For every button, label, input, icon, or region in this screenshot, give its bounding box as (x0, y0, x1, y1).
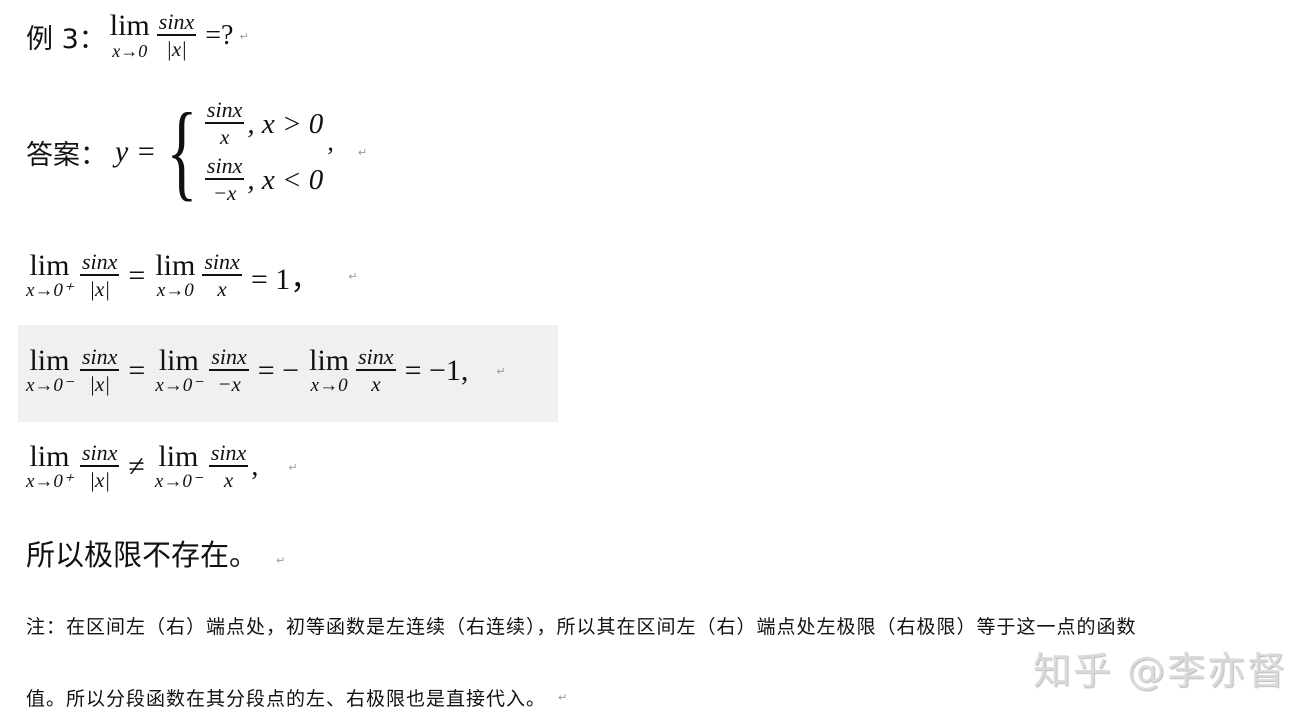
piecewise-cases: sinx x , x > 0 sinx −x , x < 0 (202, 98, 323, 206)
answer-label: 答案： (26, 139, 107, 171)
example-label: 例 3： (26, 23, 106, 55)
result: = 1， (250, 263, 321, 296)
fraction: sinx |x| (156, 9, 197, 61)
limit-operator: lim x→0 (109, 9, 150, 62)
paragraph-mark-icon: ↵ (558, 691, 569, 704)
left-brace-icon: { (166, 92, 198, 211)
paragraph-mark-icon: ↵ (348, 269, 358, 283)
not-equal-icon: ≠ (128, 450, 145, 483)
case-positive: sinx x , x > 0 (204, 97, 324, 149)
paragraph-mark-icon: ↵ (239, 29, 249, 43)
case-negative: sinx −x , x < 0 (204, 153, 324, 205)
paragraph-mark-icon: ↵ (276, 553, 286, 567)
paragraph-mark-icon: ↵ (288, 460, 298, 474)
conclusion-text: 所以极限不存在。 (26, 538, 259, 572)
selection-highlight (18, 325, 558, 422)
equals-question: =? (205, 20, 234, 51)
note-line-1: 注：在区间左（右）端点处，初等函数是左连续（右连续），所以其在区间左（右）端点处… (26, 616, 1137, 638)
paragraph-mark-icon: ↵ (496, 364, 506, 378)
watermark: 知乎 @李亦督 (1033, 649, 1288, 693)
paragraph-mark-icon: ↵ (357, 145, 368, 159)
note-line-2: 值。所以分段函数在其分段点的左、右极限也是直接代入。 ↵ (26, 688, 569, 710)
example-line: 例 3： lim x→0 sinx |x| =? ↵ (26, 10, 249, 62)
answer-line: 答案： y = { sinx x , x > 0 sinx −x , x < 0… (26, 92, 368, 211)
answer-lhs: y = (115, 135, 157, 168)
result: = −1, (404, 354, 469, 387)
conclusion-line: 所以极限不存在。 ↵ (26, 532, 285, 574)
